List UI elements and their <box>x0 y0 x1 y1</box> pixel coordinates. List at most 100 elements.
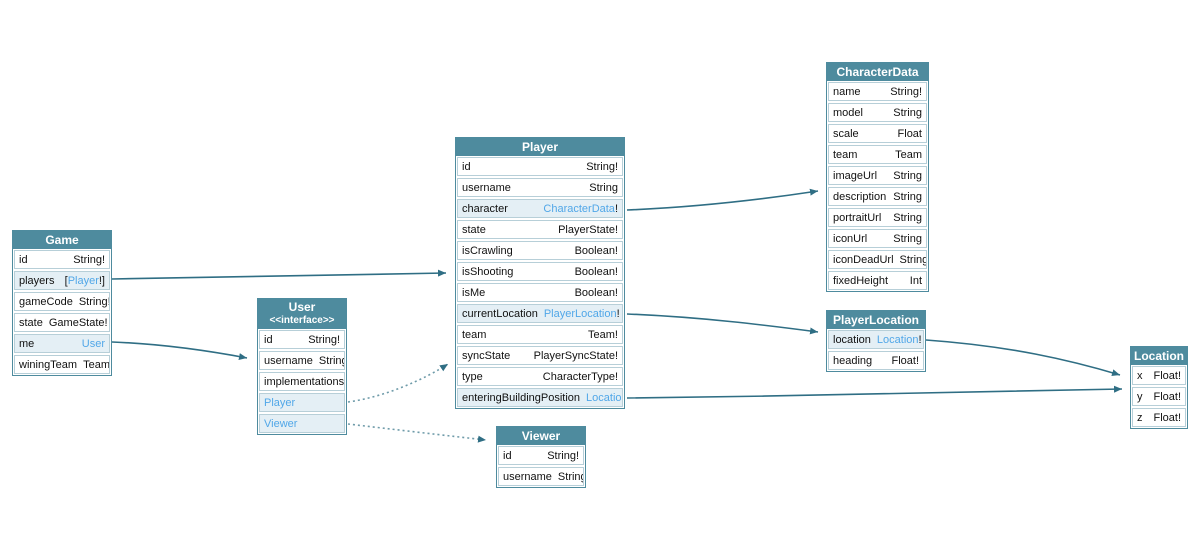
field-type: Boolean! <box>574 265 618 278</box>
edge-user-viewer-implementation[interactable] <box>347 423 487 443</box>
field-name: imageUrl <box>833 169 878 182</box>
field-type: String <box>589 181 618 194</box>
table-header-user[interactable]: User<<interface>> <box>258 299 346 329</box>
type-link-Location[interactable]: Location <box>586 391 622 404</box>
field-type: Boolean! <box>574 286 618 299</box>
type-link-Location[interactable]: Location <box>876 333 919 346</box>
edge-player-currentlocation-to-playerlocation[interactable] <box>626 313 819 335</box>
field-name: portraitUrl <box>833 211 882 224</box>
field-type: PlayerSyncState! <box>533 349 618 362</box>
edge-player-enteringbuildingposition-to-location[interactable] <box>626 385 1123 399</box>
field-name: players <box>19 274 55 287</box>
field-row-isMe[interactable]: isMe Boolean! <box>457 283 623 302</box>
field-type: PlayerState! <box>558 223 618 236</box>
edge-user-player-implementation[interactable] <box>347 363 449 403</box>
field-name: isCrawling <box>462 244 513 257</box>
field-type: String! <box>586 160 618 173</box>
table-header-viewer[interactable]: Viewer <box>497 427 585 445</box>
table-title: CharacterData <box>836 65 919 79</box>
field-type: String <box>893 169 922 182</box>
field-type: Team <box>895 148 922 161</box>
field-name: syncState <box>462 349 511 362</box>
field-type: User <box>82 338 105 350</box>
type-link-User[interactable]: User <box>81 337 105 350</box>
field-name: id <box>264 333 273 346</box>
field-name: character <box>462 202 508 215</box>
field-type: Boolean! <box>574 244 618 257</box>
table-header-playerlocation[interactable]: PlayerLocation <box>827 311 925 329</box>
implementation-link-row-Player[interactable]: Player <box>259 393 345 412</box>
type-link-PlayerLocation[interactable]: PlayerLocation <box>543 307 617 320</box>
type-link-CharacterData[interactable]: CharacterData <box>543 202 615 215</box>
field-row-team[interactable]: team Team! <box>457 325 623 344</box>
field-name: isMe <box>462 286 486 299</box>
table-header-game[interactable]: Game <box>13 231 111 249</box>
field-name: id <box>462 160 471 173</box>
field-name: username <box>264 354 313 367</box>
field-row-isShooting[interactable]: isShooting Boolean! <box>457 262 623 281</box>
field-row-enteringBuildingPosition[interactable]: enteringBuildingPositionLocation <box>457 388 623 407</box>
implementation-link-row-Viewer[interactable]: Viewer <box>259 414 345 433</box>
field-row-players[interactable]: players[Player!] <box>14 271 110 290</box>
field-type: Int <box>909 274 922 287</box>
field-name: isShooting <box>462 265 514 278</box>
edge-game-me-to-user[interactable] <box>111 341 248 360</box>
field-row-imageUrl[interactable]: imageUrl String <box>828 166 927 185</box>
section-row-implementations[interactable]: implementations <box>259 372 345 391</box>
edge-player-character-to-characterdata[interactable] <box>626 188 819 211</box>
table-header-characterdata[interactable]: CharacterData <box>827 63 928 81</box>
edge-game-players-to-player[interactable] <box>111 269 447 280</box>
type-link-Player[interactable]: Player <box>67 274 99 287</box>
row-label[interactable]: Player <box>264 396 296 409</box>
field-row-id[interactable]: id String! <box>457 157 623 176</box>
row-label[interactable]: Viewer <box>264 417 298 430</box>
field-type: String <box>318 354 345 367</box>
field-type: String <box>899 253 927 266</box>
field-name: name <box>833 85 861 98</box>
table-header-player[interactable]: Player <box>456 138 624 156</box>
table-header-location[interactable]: Location <box>1131 347 1187 365</box>
field-type: Team! <box>588 328 618 341</box>
field-name: team <box>462 328 487 341</box>
field-row-syncState[interactable]: syncState PlayerSyncState! <box>457 346 623 365</box>
field-row-isCrawling[interactable]: isCrawling Boolean! <box>457 241 623 260</box>
field-name: state <box>19 316 43 329</box>
field-row-username[interactable]: username String <box>259 351 345 370</box>
edge-playerlocation-location-to-location[interactable] <box>925 339 1121 377</box>
